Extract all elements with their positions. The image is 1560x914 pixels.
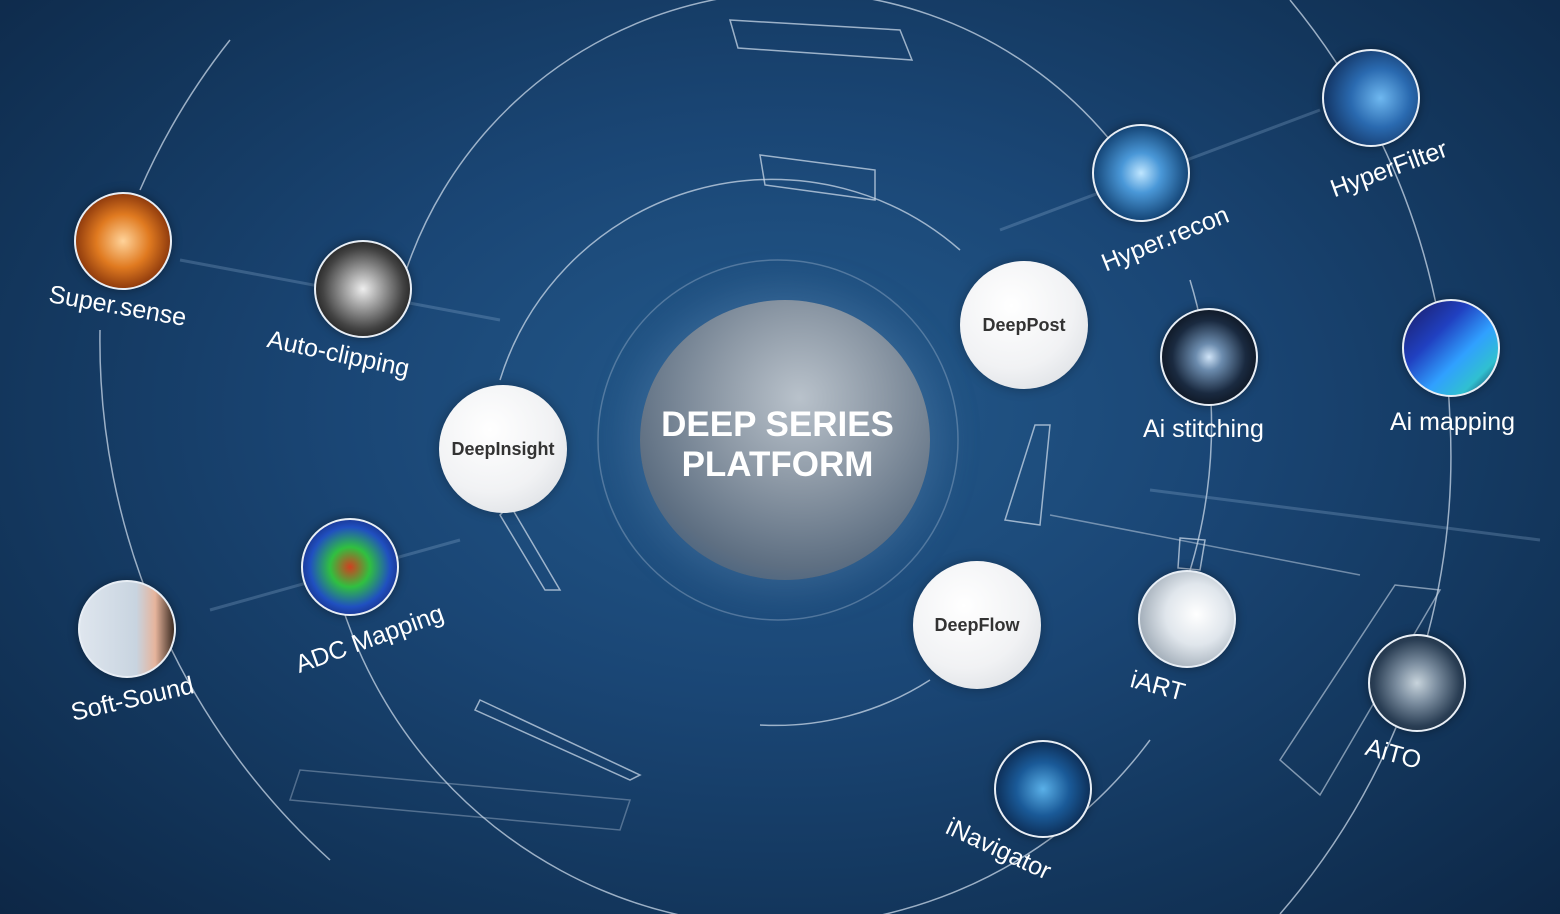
brain-slice-icon[interactable] bbox=[1368, 634, 1466, 732]
wave-icon[interactable] bbox=[1092, 124, 1190, 222]
title-line-1: DEEP SERIES bbox=[661, 405, 894, 444]
brain-color-map-icon[interactable] bbox=[301, 518, 399, 616]
sound-wave-ear-icon[interactable] bbox=[78, 580, 176, 678]
brain-scan-icon[interactable] bbox=[314, 240, 412, 338]
hub-label: DeepFlow bbox=[934, 614, 1020, 635]
feature-label-ai-mapping: Ai mapping bbox=[1390, 408, 1516, 436]
spine-icon[interactable] bbox=[1160, 308, 1258, 406]
knee-map-icon[interactable] bbox=[1402, 299, 1500, 397]
hub-deepinsight[interactable]: DeepInsight bbox=[439, 385, 567, 513]
feature-label-ai-stitching: Ai stitching bbox=[1143, 415, 1264, 443]
platform-title: DEEP SERIES PLATFORM bbox=[600, 405, 955, 485]
hub-label: DeepInsight bbox=[451, 438, 555, 459]
hub-label: DeepPost bbox=[982, 314, 1066, 335]
digital-face-icon[interactable] bbox=[1322, 49, 1420, 147]
hub-deeppost[interactable]: DeepPost bbox=[960, 261, 1088, 389]
title-line-2: PLATFORM bbox=[681, 445, 874, 484]
heatmap-sphere-icon[interactable] bbox=[74, 192, 172, 290]
body-scan-icon[interactable] bbox=[994, 740, 1092, 838]
scanner-icon[interactable] bbox=[1138, 570, 1236, 668]
hub-deepflow[interactable]: DeepFlow bbox=[913, 561, 1041, 689]
platform-sphere bbox=[640, 300, 930, 580]
